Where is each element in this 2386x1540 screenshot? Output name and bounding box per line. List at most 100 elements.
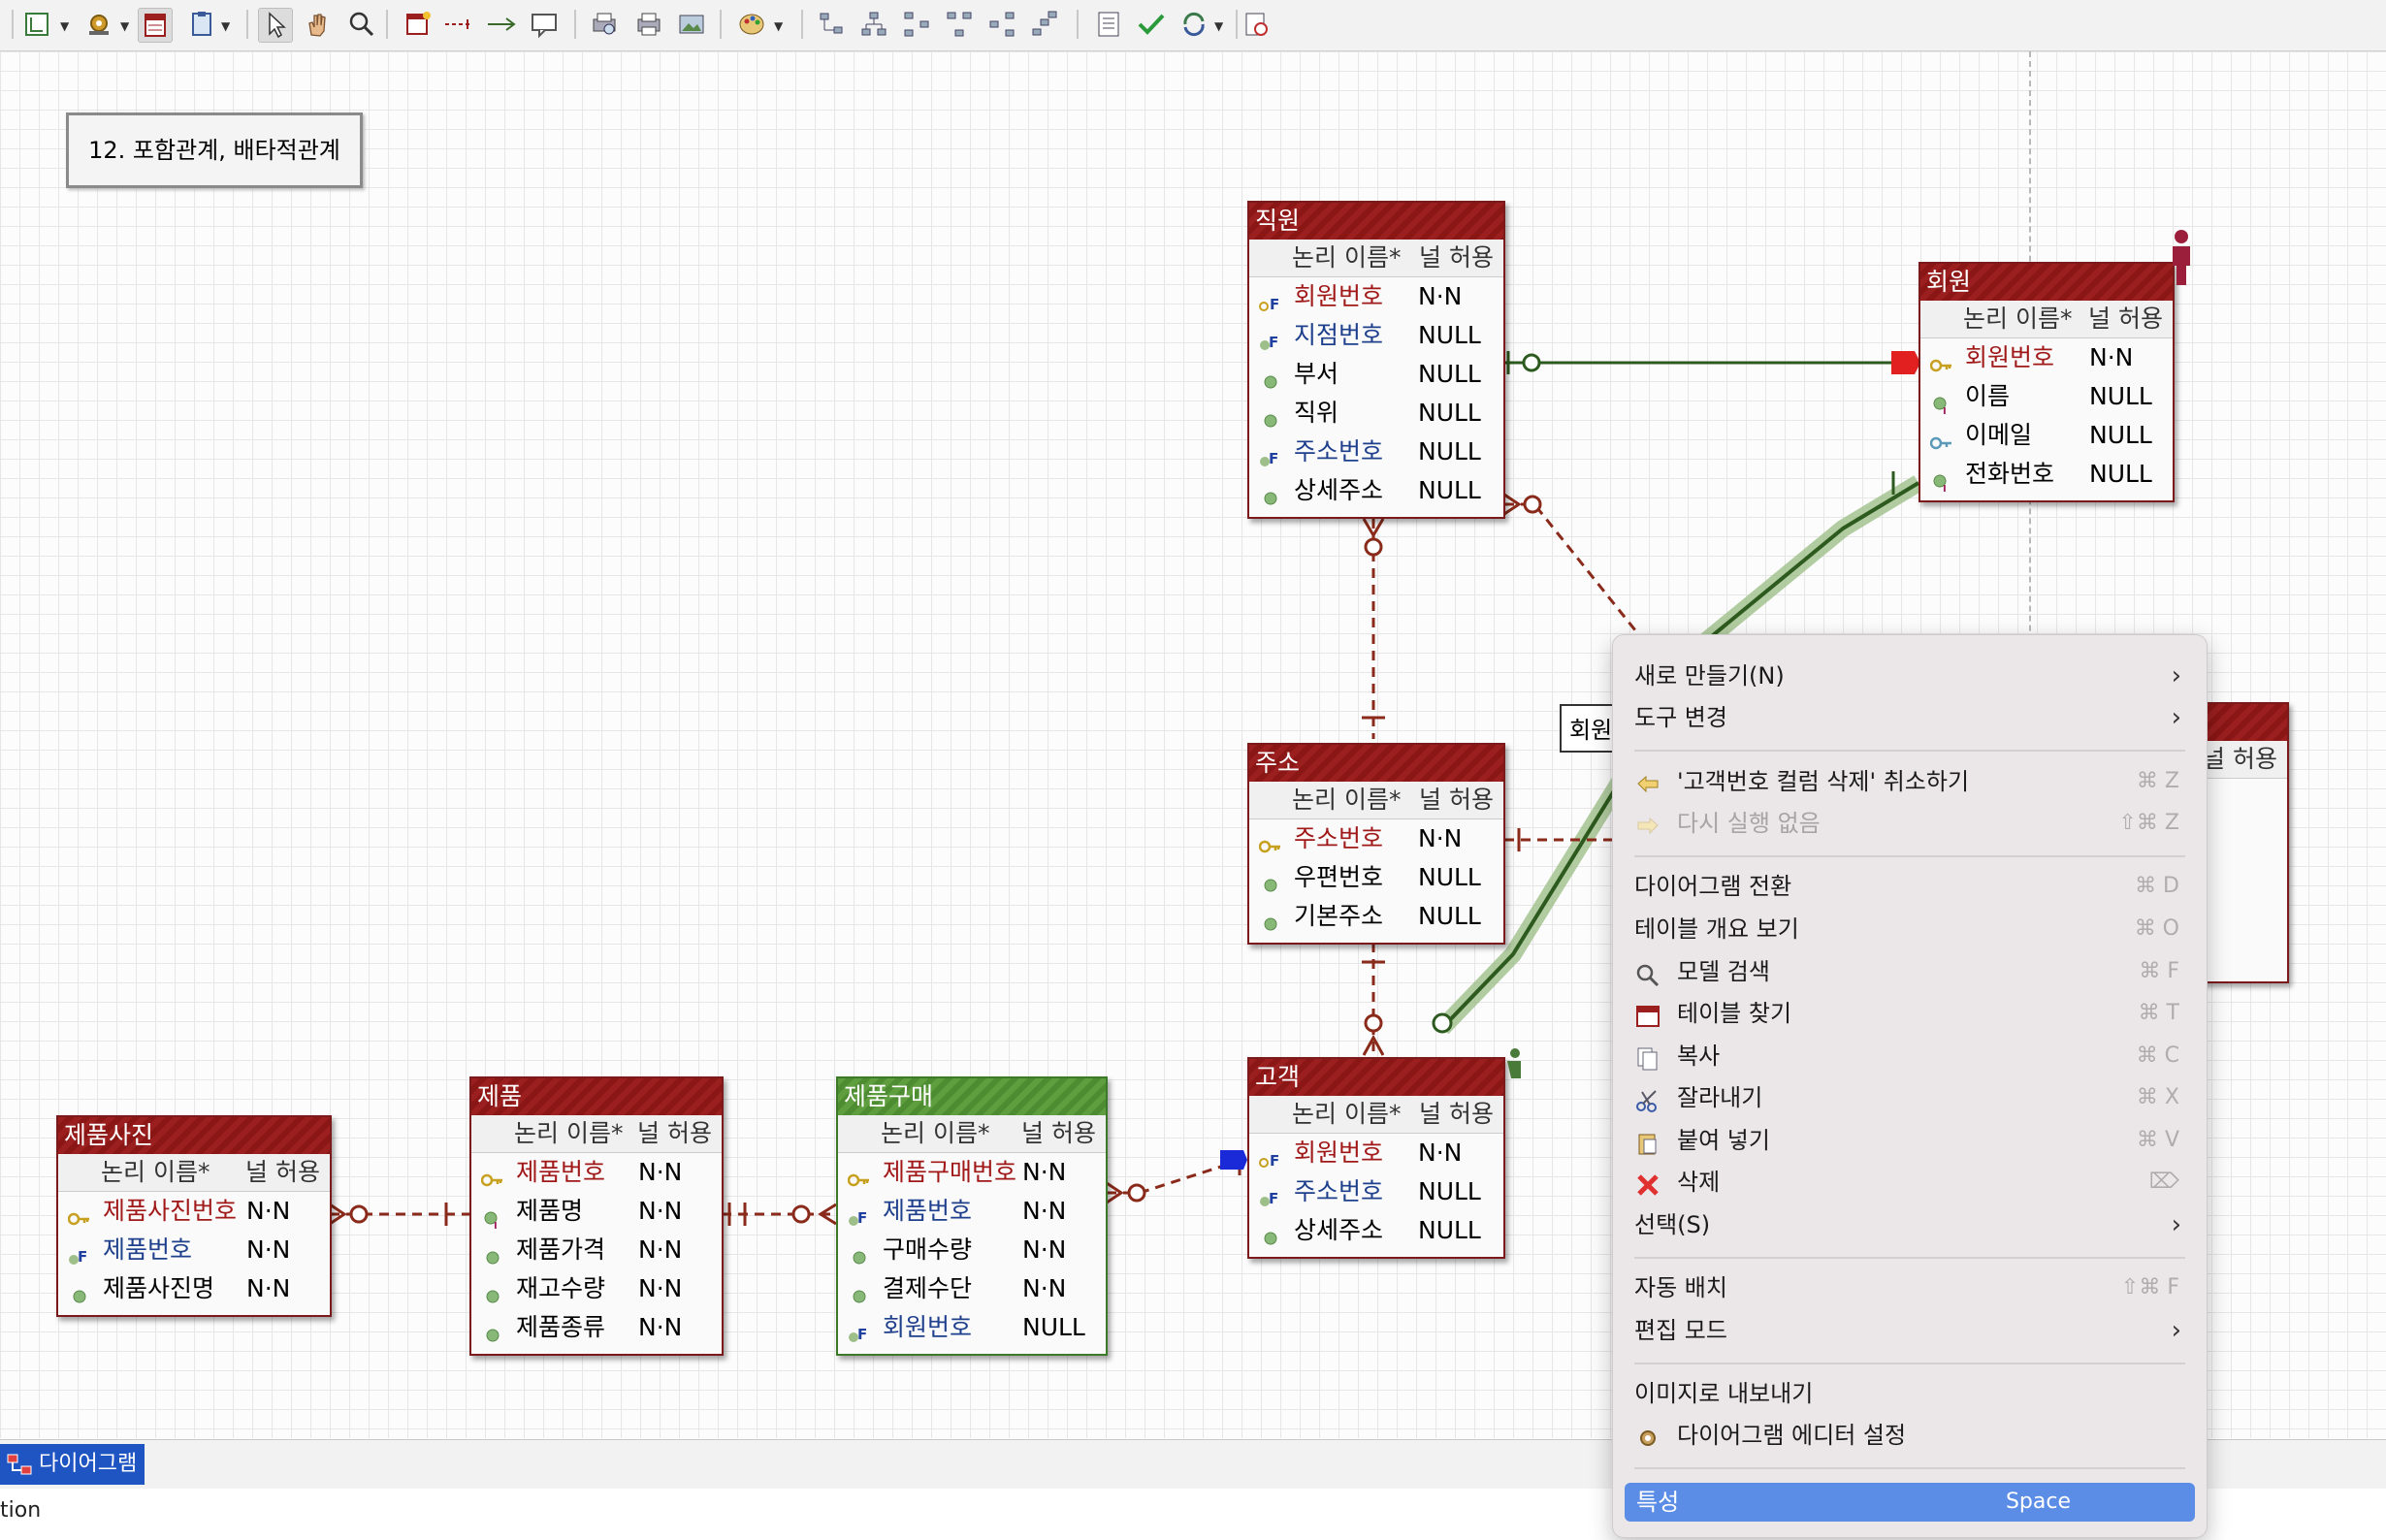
menu-item-5[interactable]: 테이블 개요 보기⌘ O: [1613, 910, 2207, 948]
menu-item-7[interactable]: 테이블 찾기⌘ T: [1613, 994, 2207, 1033]
column-name: 전화번호: [1965, 460, 2055, 488]
chevron-down-icon[interactable]: ▼: [774, 19, 784, 33]
clipboard-icon[interactable]: [186, 8, 219, 41]
menu-item-11[interactable]: 삭제⌦: [1613, 1163, 2207, 1202]
image-icon[interactable]: [675, 8, 708, 41]
menu-item-shortcut: ⌘ F: [2139, 958, 2179, 983]
menu-item-12[interactable]: 선택(S)›: [1613, 1205, 2207, 1244]
pointer-icon[interactable]: [258, 8, 293, 43]
attribute-icon: [1259, 365, 1282, 389]
layout-icon[interactable]: [21, 8, 54, 41]
zoom-icon[interactable]: [345, 8, 378, 41]
validate-icon[interactable]: [1135, 8, 1168, 41]
menu-item-2[interactable]: '고객번호 컬럼 삭제' 취소하기⌘ Z: [1613, 762, 2207, 801]
align-2-icon[interactable]: [857, 8, 890, 41]
foreign-key-icon: F: [1259, 326, 1282, 351]
new-table-icon[interactable]: [402, 8, 435, 41]
menu-item-9[interactable]: 잘라내기⌘ X: [1613, 1078, 2207, 1117]
align-4-icon[interactable]: [943, 8, 976, 41]
color-icon[interactable]: [735, 8, 768, 41]
align-3-icon[interactable]: [900, 8, 933, 41]
export-icon[interactable]: [1240, 8, 1273, 41]
relation-icon[interactable]: [442, 8, 475, 41]
chevron-down-icon[interactable]: ▼: [1214, 19, 1224, 33]
diagram-note[interactable]: 12. 포함관계, 배타적관계: [66, 112, 363, 188]
entity-title: 제품사진: [58, 1117, 330, 1154]
menu-item-4[interactable]: 다이어그램 전환⌘ D: [1613, 867, 2207, 906]
menu-item-1[interactable]: 도구 변경›: [1613, 698, 2207, 737]
menu-item-6[interactable]: 모델 검색⌘ F: [1613, 952, 2207, 991]
menu-item-16[interactable]: 다이어그램 에디터 설정: [1613, 1416, 2207, 1455]
menu-item-8[interactable]: 복사⌘ C: [1613, 1037, 2207, 1075]
relation-2-icon[interactable]: [485, 8, 518, 41]
menu-item-13[interactable]: 자동 배치⇧⌘ F: [1613, 1268, 2207, 1307]
column-nullable: N·N: [638, 1197, 683, 1225]
menu-item-10[interactable]: 붙여 넣기⌘ V: [1613, 1121, 2207, 1160]
menu-item-label: 다시 실행 없음: [1677, 810, 1821, 838]
relationship-label[interactable]: 회원: [1560, 704, 1618, 753]
print-icon[interactable]: [632, 8, 665, 41]
menu-item-0[interactable]: 새로 만들기(N)›: [1613, 657, 2207, 695]
menu-item-15[interactable]: 이미지로 내보내기: [1613, 1374, 2207, 1413]
align-1-icon[interactable]: [815, 8, 848, 41]
table-icon[interactable]: [138, 8, 173, 43]
gear-icon[interactable]: [83, 8, 116, 41]
chevron-down-icon[interactable]: ▼: [221, 19, 231, 33]
header-nullable: 널 허용: [1419, 1100, 1494, 1128]
attribute-icon: [481, 1240, 504, 1265]
print-preview-icon[interactable]: [588, 8, 621, 41]
menu-item-14[interactable]: 편집 모드›: [1613, 1311, 2207, 1350]
tab-diagram[interactable]: 다이어그램: [0, 1444, 145, 1485]
svg-text:I: I: [494, 1221, 498, 1229]
comment-icon[interactable]: [528, 8, 561, 41]
chevron-down-icon[interactable]: ▼: [60, 19, 70, 33]
hand-icon[interactable]: [301, 8, 334, 41]
align-6-icon[interactable]: [1028, 8, 1061, 41]
chevron-down-icon[interactable]: ▼: [120, 19, 130, 33]
entity-title: 제품: [471, 1078, 722, 1115]
report-icon[interactable]: [1092, 8, 1125, 41]
foreign-key-icon: F: [1259, 442, 1282, 467]
svg-text:F: F: [1269, 334, 1278, 351]
align-5-icon[interactable]: [985, 8, 1018, 41]
svg-text:F: F: [1269, 450, 1278, 467]
sync-icon[interactable]: [1177, 8, 1210, 41]
